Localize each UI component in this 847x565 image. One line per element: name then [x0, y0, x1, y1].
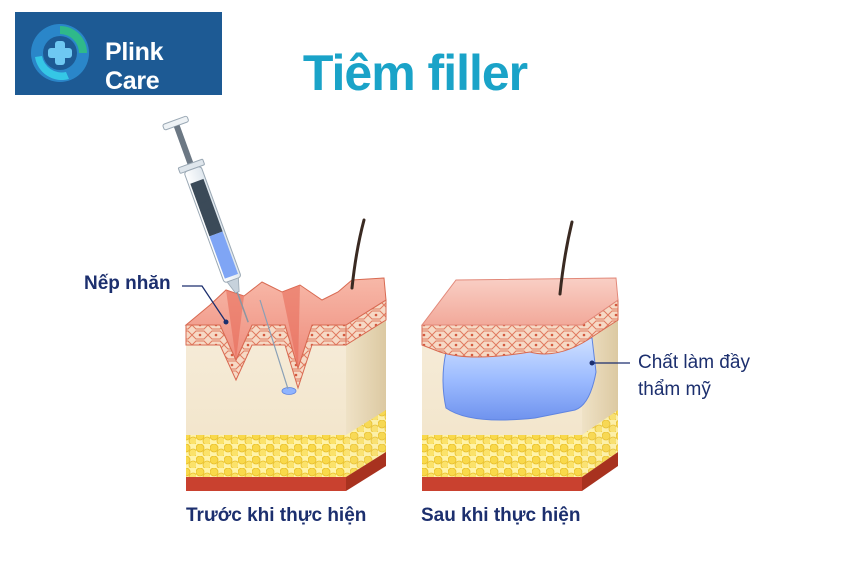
before-caption: Trước khi thực hiện — [186, 505, 367, 526]
syringe-icon — [162, 115, 249, 323]
wrinkle-pointer-line — [182, 285, 227, 323]
filler-label-line1: Chất làm đầy — [638, 352, 750, 373]
page-title: Tiêm filler — [302, 45, 528, 101]
brand-name: Plink Care — [105, 38, 164, 95]
medical-cross-logo-icon — [31, 24, 89, 82]
skin-block-before — [184, 218, 387, 491]
filler-label-line2: thẩm mỹ — [638, 379, 711, 400]
skin-block-after — [420, 220, 619, 491]
brand-logo: Plink Care — [15, 12, 222, 95]
wrinkle-label: Nếp nhăn — [84, 273, 171, 294]
after-caption: Sau khi thực hiện — [421, 505, 581, 526]
